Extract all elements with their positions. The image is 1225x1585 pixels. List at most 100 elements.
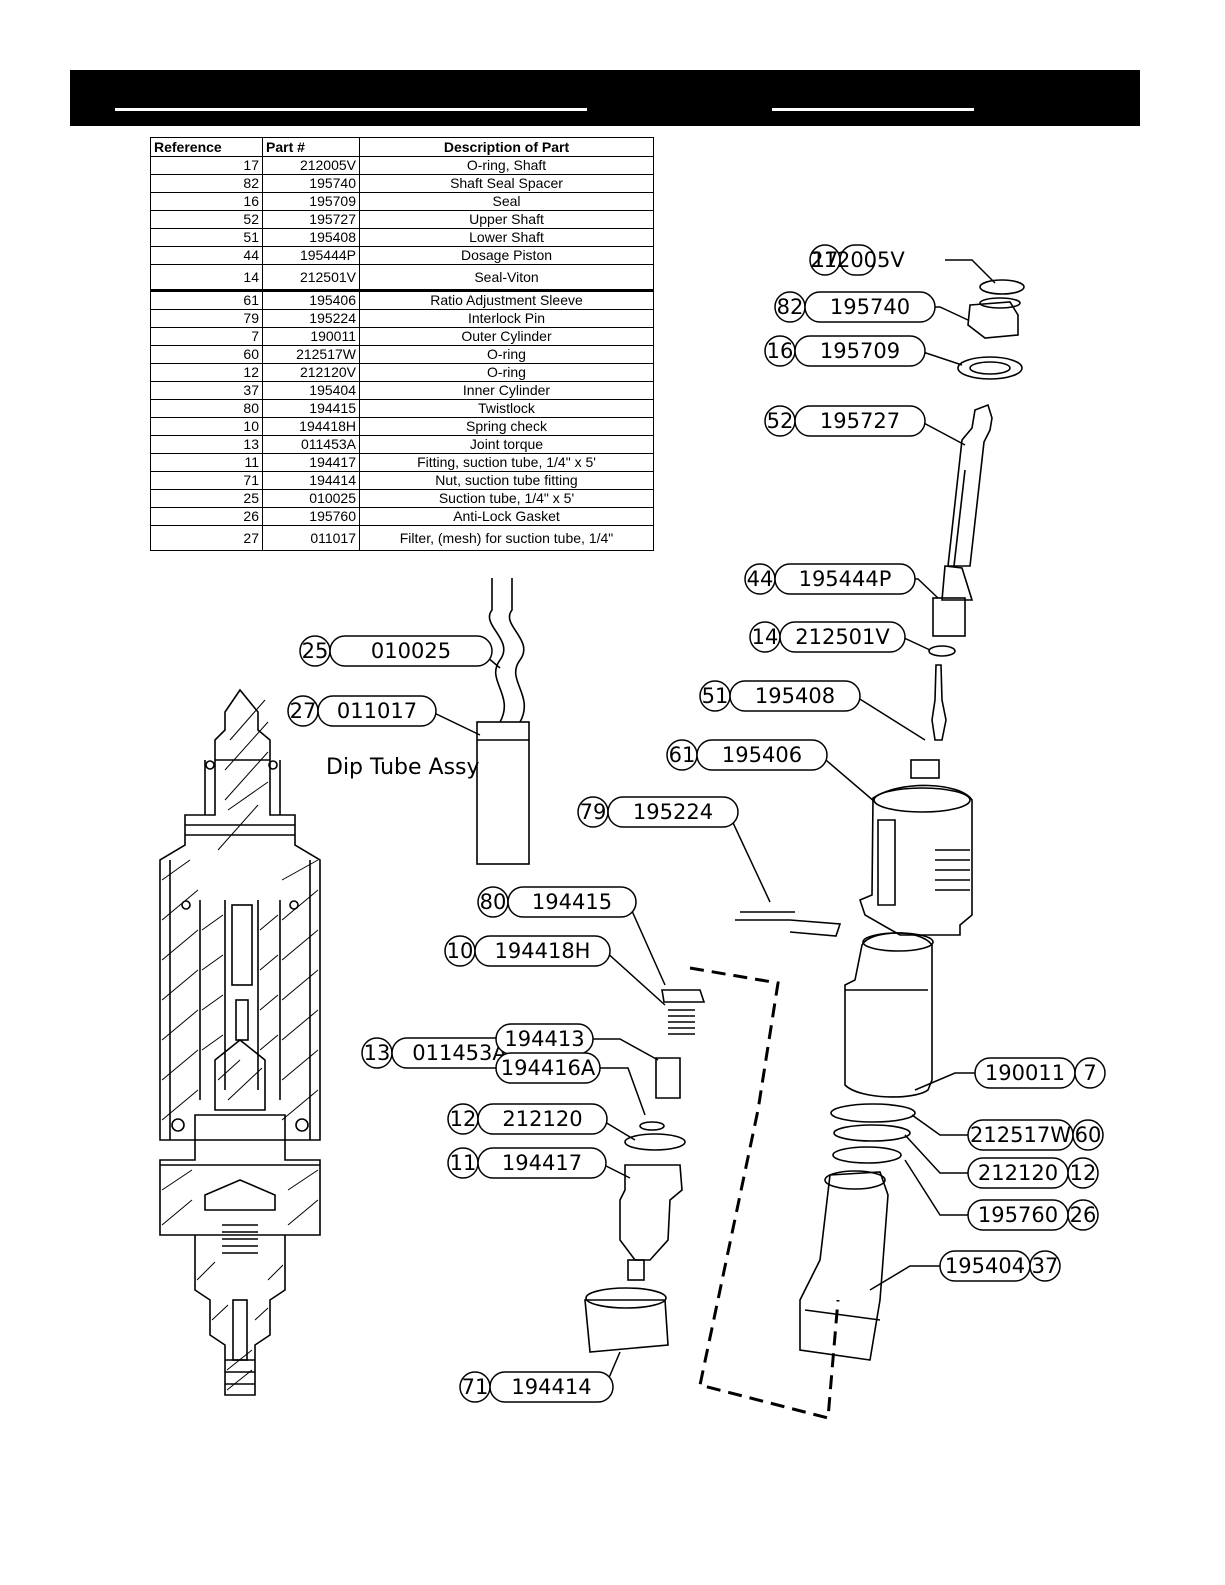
callout-part-number: 190011	[985, 1061, 1065, 1085]
part-number-cell: 195740	[262, 174, 360, 193]
callout-c82: 82 195740	[774, 291, 936, 323]
callout-ref-number: 7	[1083, 1061, 1096, 1085]
callout-part-number: 195404	[945, 1254, 1025, 1278]
part-number-cell: 195224	[262, 309, 360, 328]
callout-c51: 51 195408	[699, 680, 861, 712]
callout-part-number: 194414	[511, 1375, 591, 1399]
callout-ref-number: 82	[777, 295, 804, 319]
callout-part-number: 010025	[371, 639, 451, 663]
callout-part-pill	[317, 695, 437, 727]
callout-ref-circle	[1074, 1057, 1106, 1089]
ref-cell: 60	[150, 345, 263, 364]
callout-part-number: 194413	[504, 1027, 584, 1051]
part-number-cell: 190011	[262, 327, 360, 346]
assembly-hatching	[161, 699, 319, 1391]
ref-cell: 80	[150, 399, 263, 418]
callout-part-pill	[489, 1371, 614, 1403]
callout-part-number: 194418H	[495, 939, 591, 963]
callout-ref-circle	[1029, 1250, 1061, 1282]
callout-c71: 71 194414	[459, 1371, 614, 1403]
callout-ref-number: 80	[480, 890, 507, 914]
callout-part-number: 194417	[502, 1151, 582, 1175]
spring-check-parts	[584, 989, 706, 1353]
ref-cell: 14	[150, 264, 263, 292]
callout-ref-number: 12	[450, 1107, 477, 1131]
callout-ref-circle	[1067, 1157, 1099, 1189]
callout-ref-number: 60	[1075, 1123, 1102, 1147]
callout-part-pill	[329, 635, 493, 667]
callout-part-pill	[794, 335, 926, 367]
callout-ref-number: 51	[702, 684, 729, 708]
callout-part-pill	[474, 935, 611, 967]
part-number-cell: 195404	[262, 381, 360, 400]
callout-ref-number: 26	[1070, 1203, 1097, 1227]
callout-part-number: 195408	[755, 684, 835, 708]
callout-part-pill	[839, 244, 876, 276]
callout-c61: 61 195406	[666, 739, 828, 771]
part-number-cell: 195444P	[262, 246, 360, 265]
callout-part-pill	[794, 405, 926, 437]
callout-part-number: 212517W	[970, 1123, 1071, 1147]
description-cell: Filter, (mesh) for suction tube, 1/4"	[359, 525, 654, 551]
callout-part-pill	[477, 1103, 608, 1135]
description-cell: Ratio Adjustment Sleeve	[359, 290, 654, 310]
callout-part-number: 195406	[722, 743, 802, 767]
callout-c37: 195404 37	[939, 1250, 1061, 1282]
part-number-cell: 195709	[262, 192, 360, 211]
callout-part-number: 212120	[502, 1107, 582, 1131]
callout-part-pill	[779, 621, 906, 653]
part-number-cell: 194414	[262, 471, 360, 490]
callout-part-number: 195709	[820, 339, 900, 363]
callout-ref-number: 71	[462, 1375, 489, 1399]
header-rule-right	[772, 108, 974, 111]
callout-part-number: 195740	[830, 295, 910, 319]
callout-part-number: 212005V	[810, 248, 905, 272]
part-number-cell: 212517W	[262, 345, 360, 364]
callout-part-pill	[696, 739, 828, 771]
part-number-cell: 195727	[262, 210, 360, 229]
description-cell: Twistlock	[359, 399, 654, 418]
callout-part-number: 195760	[978, 1203, 1058, 1227]
callout-c13b: 194416A	[495, 1052, 601, 1084]
description-cell: Anti-Lock Gasket	[359, 507, 654, 526]
callout-ref-number: 37	[1032, 1254, 1059, 1278]
dashed-assembly-path	[689, 966, 840, 1420]
callout-part-number: 194416A	[501, 1056, 596, 1080]
callout-ref-number: 61	[669, 743, 696, 767]
description-cell: Seal	[359, 192, 654, 211]
part-number-cell: 212501V	[262, 264, 360, 292]
callout-c7: 190011 7	[974, 1057, 1106, 1089]
exploded-parts	[735, 279, 1025, 1361]
callout-ref-number: 12	[1070, 1161, 1097, 1185]
callout-part-number: 195727	[820, 409, 900, 433]
part-number-cell: 195406	[262, 290, 360, 310]
header-rule-left	[115, 108, 587, 111]
callout-ref-number: 13	[364, 1041, 391, 1065]
dip-tube-drawing	[476, 578, 530, 865]
callout-part-number: 195224	[633, 800, 713, 824]
callout-ref-circle	[1072, 1119, 1104, 1151]
part-number-cell: 195760	[262, 507, 360, 526]
